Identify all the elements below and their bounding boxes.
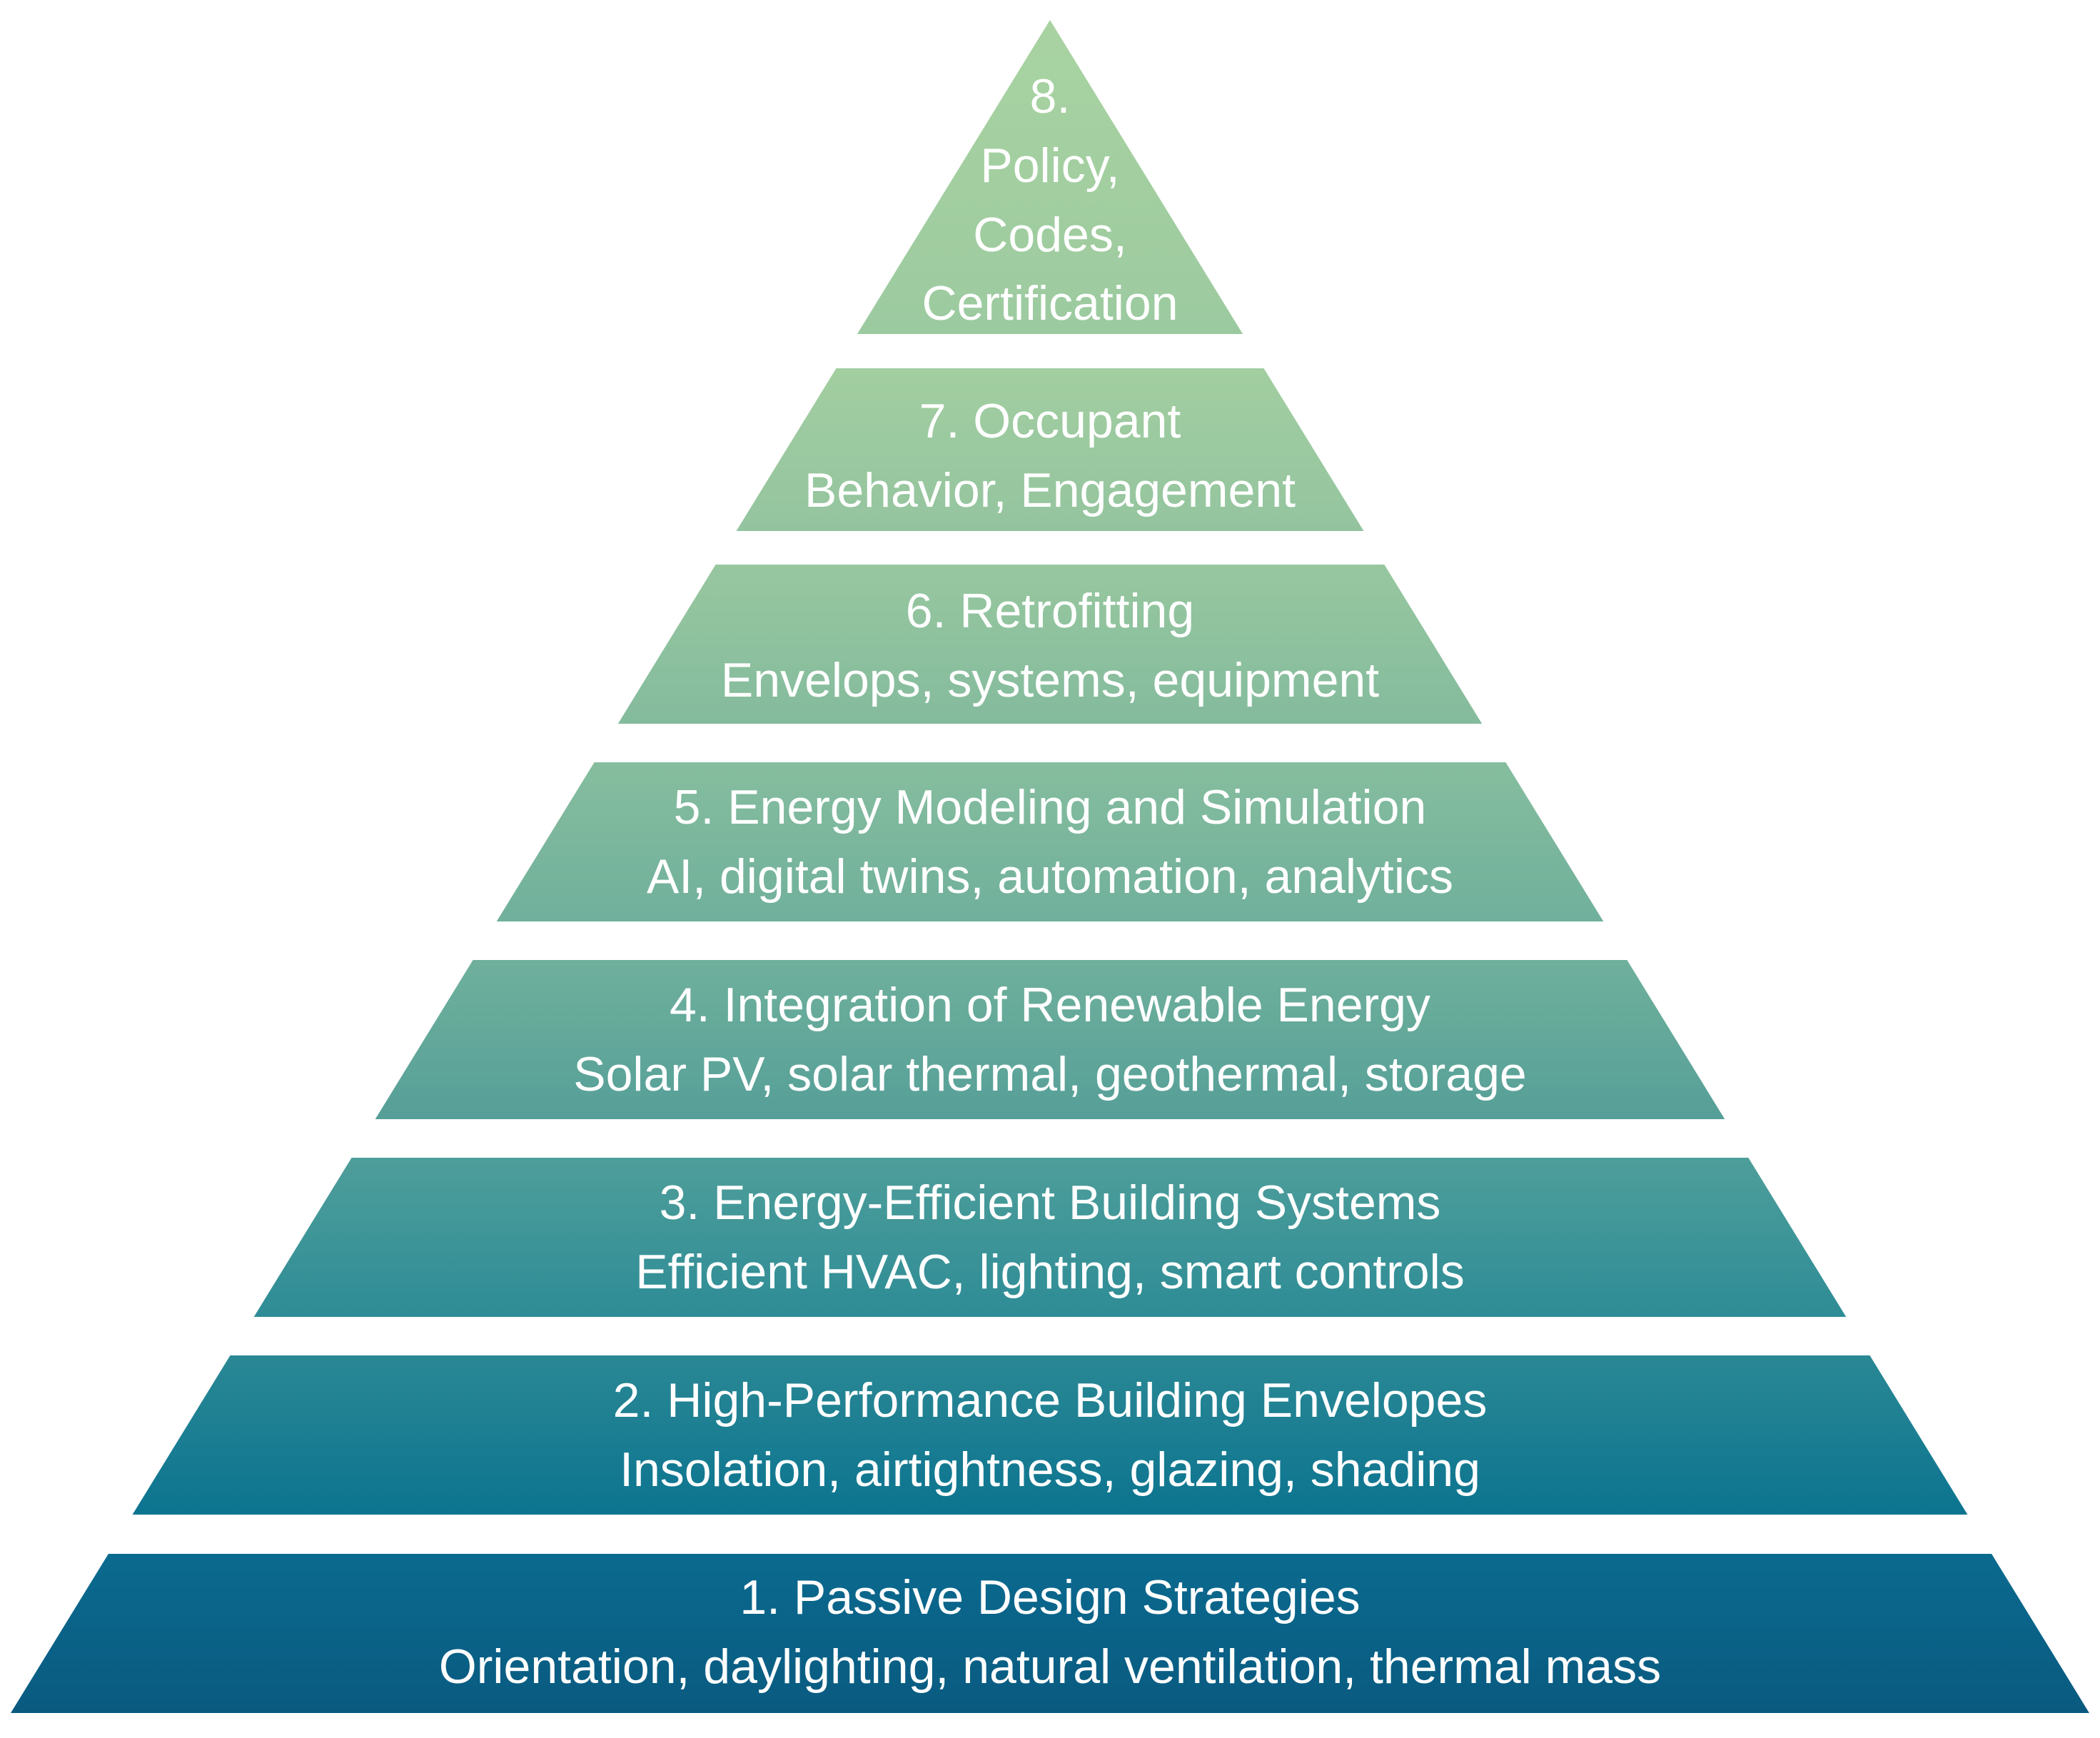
tier-4-line-2: Solar PV, solar thermal, geothermal, sto… xyxy=(573,1047,1527,1101)
tier-2-line-2: Insolation, airtightness, glazing, shadi… xyxy=(620,1443,1480,1497)
tier-8-line-1: 8. xyxy=(1030,69,1071,123)
pyramid-tier-1: 1. Passive Design StrategiesOrientation,… xyxy=(11,1554,2089,1713)
tier-shape-2 xyxy=(132,1355,1968,1515)
pyramid-tier-8: 8. Policy, Codes, Certification xyxy=(857,20,1243,334)
tier-7-line-1: 7. Occupant xyxy=(919,394,1181,448)
tier-shape-1 xyxy=(11,1554,2089,1713)
pyramid-tier-4: 4. Integration of Renewable EnergySolar … xyxy=(375,960,1725,1119)
tier-5-line-2: AI, digital twins, automation, analytics xyxy=(647,849,1453,904)
pyramid-tier-3: 3. Energy-Efficient Building SystemsEffi… xyxy=(253,1158,1847,1317)
tier-8-line-3: Codes, xyxy=(973,208,1126,262)
tier-4-line-1: 4. Integration of Renewable Energy xyxy=(670,978,1430,1032)
tier-6-line-2: Envelops, systems, equipment xyxy=(721,653,1379,707)
tier-8-line-2: Policy, xyxy=(980,138,1119,193)
tier-8-line-4: Certification xyxy=(922,276,1178,330)
tier-6-line-1: 6. Retrofitting xyxy=(906,584,1194,638)
tier-2-line-1: 2. High-Performance Building Envelopes xyxy=(613,1373,1488,1428)
tier-3-line-2: Efficient HVAC, lighting, smart controls xyxy=(635,1245,1464,1299)
tier-shape-4 xyxy=(375,960,1725,1119)
tier-shape-6 xyxy=(617,565,1483,724)
tier-3-line-1: 3. Energy-Efficient Building Systems xyxy=(660,1176,1441,1230)
tier-1-line-2: Orientation, daylighting, natural ventil… xyxy=(439,1640,1661,1694)
tier-5-line-1: 5. Energy Modeling and Simulation xyxy=(674,780,1427,834)
tier-shape-5 xyxy=(496,762,1604,921)
tier-7-line-2: Behavior, Engagement xyxy=(804,463,1296,517)
tier-shape-7 xyxy=(736,368,1364,531)
pyramid-tier-2: 2. High-Performance Building EnvelopesIn… xyxy=(132,1355,1968,1515)
tier-shape-3 xyxy=(253,1158,1847,1317)
tier-1-line-1: 1. Passive Design Strategies xyxy=(739,1570,1360,1625)
tier-shape-8 xyxy=(857,20,1243,334)
